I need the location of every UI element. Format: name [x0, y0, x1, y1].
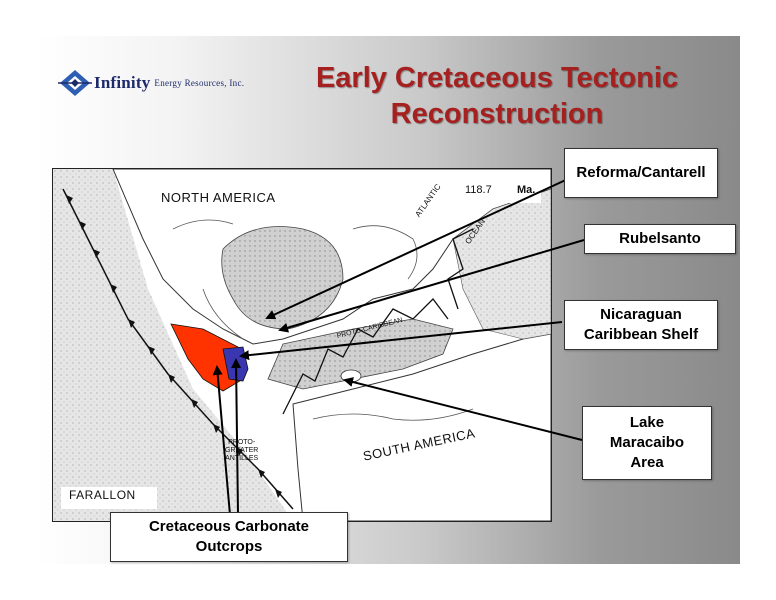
title-line-1: Early Cretaceous Tectonic	[315, 62, 679, 94]
farallon-label: FARALLON	[69, 488, 136, 502]
callout-rubelsanto-text: Rubelsanto	[619, 230, 701, 247]
callout-nicaraguan-line-1: Nicaraguan	[600, 306, 682, 323]
callout-cretaceous-line-2: Outcrops	[195, 538, 263, 555]
callout-cretaceous-line-1: Cretaceous Carbonate	[148, 518, 310, 535]
proto-greater-antilles-label: PROTO- GREATER ANTILLES	[225, 439, 258, 463]
callout-lake-line-2: Maracaibo	[609, 434, 685, 451]
antilles-line-2: GREATER	[225, 447, 259, 454]
tectonic-map: NORTH AMERICA SOUTH AMERICA ATLANTIC OCE…	[52, 168, 552, 522]
pacific-ocean-area	[53, 169, 293, 521]
callout-lake-line-3: Area	[630, 454, 664, 471]
logo-emblem-icon	[58, 70, 92, 96]
island	[340, 369, 362, 383]
logo-name: Infinity	[94, 73, 151, 92]
antilles-line-3: ANTILLES	[225, 455, 259, 462]
callout-reforma-text: Reforma/Cantarell	[576, 164, 706, 181]
callout-lake-line-1: Lake	[629, 414, 665, 431]
antilles-line-1: PROTO-	[228, 439, 256, 446]
farallon-box	[61, 487, 157, 509]
callout-nicaraguan-shelf: Nicaraguan Caribbean Shelf	[564, 300, 718, 350]
age-unit: Ma.	[517, 184, 536, 196]
title-line-2: Reconstruction	[390, 98, 604, 130]
callout-lake-maracaibo: Lake Maracaibo Area	[582, 406, 712, 480]
logo-subtitle: Energy Resources, Inc.	[154, 78, 245, 88]
callout-cretaceous-carbonate: Cretaceous Carbonate Outcrops	[110, 512, 348, 562]
north-america-label: NORTH AMERICA	[161, 190, 276, 205]
company-logo: Infinity Energy Resources, Inc.	[58, 66, 244, 100]
callout-rubelsanto: Rubelsanto	[584, 224, 736, 254]
page-title: Early Cretaceous Tectonic Reconstruction	[292, 60, 702, 132]
coast-line-4	[202, 288, 244, 340]
callout-nicaraguan-line-2: Caribbean Shelf	[583, 326, 699, 343]
callout-reforma-cantarell: Reforma/Cantarell	[564, 148, 718, 198]
coast-line-1	[172, 219, 234, 230]
age-value: 118.7	[465, 184, 492, 196]
